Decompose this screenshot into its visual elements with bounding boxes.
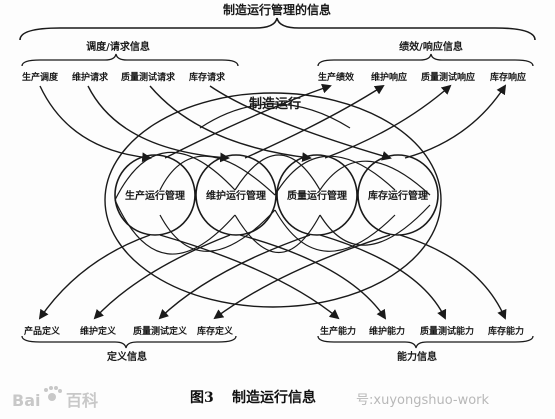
figure-number: 图3 <box>190 390 214 406</box>
circle-label-quality: 质量运行管理 <box>287 189 347 202</box>
bottom-left-arrows <box>38 234 391 320</box>
watermark-account: 号:xuyongshuo-work <box>356 393 490 408</box>
top-item-quality-test-response: 质量测试响应 <box>421 71 475 83</box>
top-item-production-performance: 生产绩效 <box>318 71 355 83</box>
watermark-logo-suffix: 百科 <box>66 391 98 410</box>
bottom-item-quality-test-capability: 质量测试能力 <box>420 325 474 337</box>
bottom-item-inventory-definition: 库存定义 <box>197 325 234 337</box>
upper-arcs <box>114 151 431 201</box>
top-left-arrows <box>39 85 392 163</box>
bottom-right-group-title: 能力信息 <box>397 350 437 363</box>
bottom-item-production-capability: 生产能力 <box>320 325 356 337</box>
bottom-left-group-title: 定义信息 <box>107 350 147 363</box>
center-label: 制造运行 <box>249 96 301 112</box>
production-operations-circle <box>114 154 196 236</box>
bottom-item-quality-test-definition: 质量测试定义 <box>133 325 188 337</box>
quality-operations-circle <box>276 154 358 236</box>
top-item-quality-test-request: 质量测试请求 <box>121 71 176 83</box>
right-sub-brace <box>317 53 534 67</box>
bottom-left-brace <box>21 335 237 349</box>
paw-icon <box>44 386 62 401</box>
right-group-title: 绩效/响应信息 <box>399 40 463 53</box>
top-item-inventory-response: 库存响应 <box>490 71 526 83</box>
circle-label-maintenance: 维护运行管理 <box>206 189 266 202</box>
bottom-item-maintenance-definition: 维护定义 <box>80 325 117 337</box>
inventory-operations-circle <box>357 154 439 236</box>
bottom-right-arrows <box>159 234 507 320</box>
top-item-inventory-request: 库存请求 <box>189 71 226 83</box>
top-item-production-schedule: 生产调度 <box>22 71 59 83</box>
bottom-item-inventory-capability: 库存能力 <box>488 325 524 337</box>
bottom-item-maintenance-capability: 维护能力 <box>369 325 405 337</box>
left-sub-brace <box>21 53 239 67</box>
left-group-title: 调度/请求信息 <box>86 40 150 53</box>
bottom-right-brace <box>317 335 534 349</box>
maintenance-operations-circle <box>195 154 277 236</box>
top-title: 制造运行管理的信息 <box>223 2 331 17</box>
top-right-arrows <box>164 83 507 159</box>
bottom-item-product-definition: 产品定义 <box>24 325 61 337</box>
top-item-maintenance-request: 维护请求 <box>72 71 109 83</box>
figure-caption: 制造运行信息 <box>232 389 316 406</box>
top-item-maintenance-response: 维护响应 <box>371 71 407 83</box>
lower-arcs <box>114 199 431 255</box>
top-brace <box>19 17 536 41</box>
watermark-logo: Bai <box>12 391 40 410</box>
manufacturing-operations-ellipse <box>104 92 442 308</box>
circle-label-inventory: 库存运行管理 <box>368 189 428 202</box>
center-arc <box>199 103 351 129</box>
circle-label-production: 生产运行管理 <box>125 189 185 202</box>
